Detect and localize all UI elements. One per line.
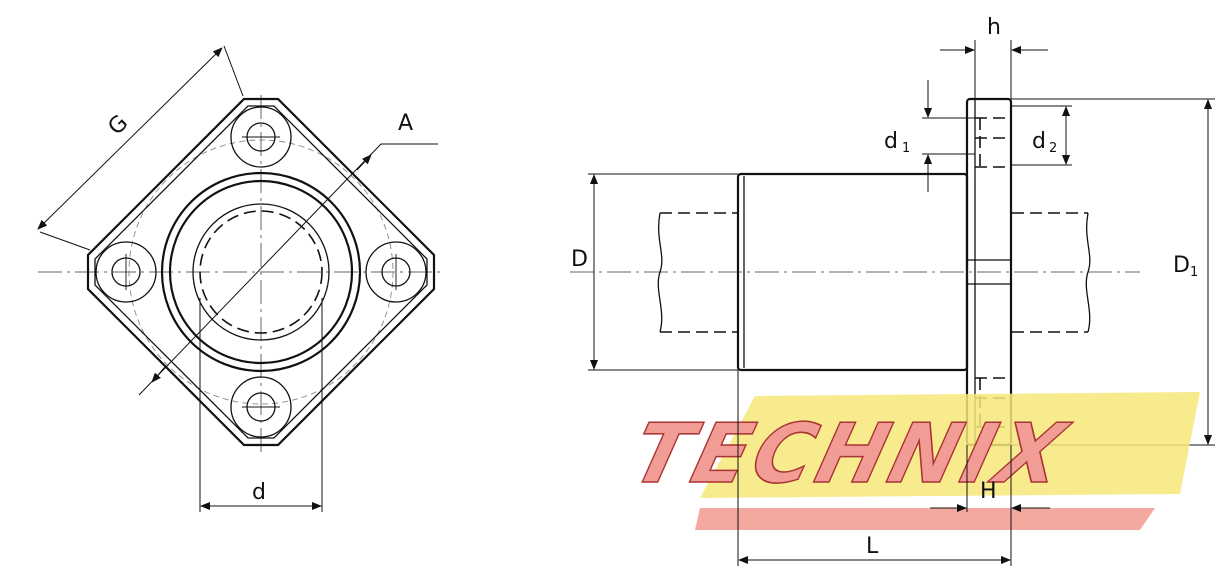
label-H: H — [980, 479, 997, 504]
watermark-stripe — [695, 508, 1155, 530]
front-view: G A d — [37, 45, 440, 512]
shaft-break-left — [657, 212, 663, 333]
g-extension-left — [39, 231, 91, 251]
label-h: h — [987, 15, 1001, 40]
side-view: D D 1 h d 1 d 2 — [570, 15, 1215, 447]
label-D: D — [571, 247, 588, 272]
bolt-circle — [128, 139, 394, 405]
flange-outline-outer — [86, 97, 436, 447]
watermark-text: TECHNIX — [623, 406, 1078, 502]
bolt-hole-right — [365, 241, 427, 303]
label-D1-sub: 1 — [1190, 265, 1198, 280]
technix-watermark: TECHNIX — [622, 392, 1200, 530]
label-d1-sub: 1 — [902, 141, 910, 156]
a-arrow-upper — [356, 154, 372, 171]
lower-dimensions: H L — [737, 370, 1050, 566]
housing-inner-ring — [168, 179, 354, 365]
label-d: d — [252, 480, 266, 505]
label-d1: d — [884, 129, 898, 154]
g-dimension-line — [37, 47, 223, 230]
watermark-band — [700, 392, 1200, 498]
bore-circle — [192, 203, 330, 341]
label-a: A — [398, 111, 413, 136]
a-arrow-lower — [151, 366, 166, 383]
flange-outline-inner — [94, 105, 428, 439]
label-d2: d — [1032, 129, 1046, 154]
shaft-break-right — [1085, 212, 1091, 333]
shaft-hidden-circle — [199, 210, 323, 334]
label-g: G — [104, 110, 134, 140]
bolt-hole-left — [95, 241, 157, 303]
a-dimension-line — [138, 143, 382, 396]
counterbore-hidden-top — [975, 117, 1011, 168]
label-d2-sub: 2 — [1049, 141, 1057, 156]
g-extension-right — [223, 45, 244, 97]
bolt-hole-top — [230, 106, 292, 168]
label-L: L — [866, 534, 879, 559]
housing-outer-ring — [160, 171, 362, 373]
bolt-hole-bottom — [230, 376, 292, 438]
label-D1: D — [1173, 253, 1190, 278]
